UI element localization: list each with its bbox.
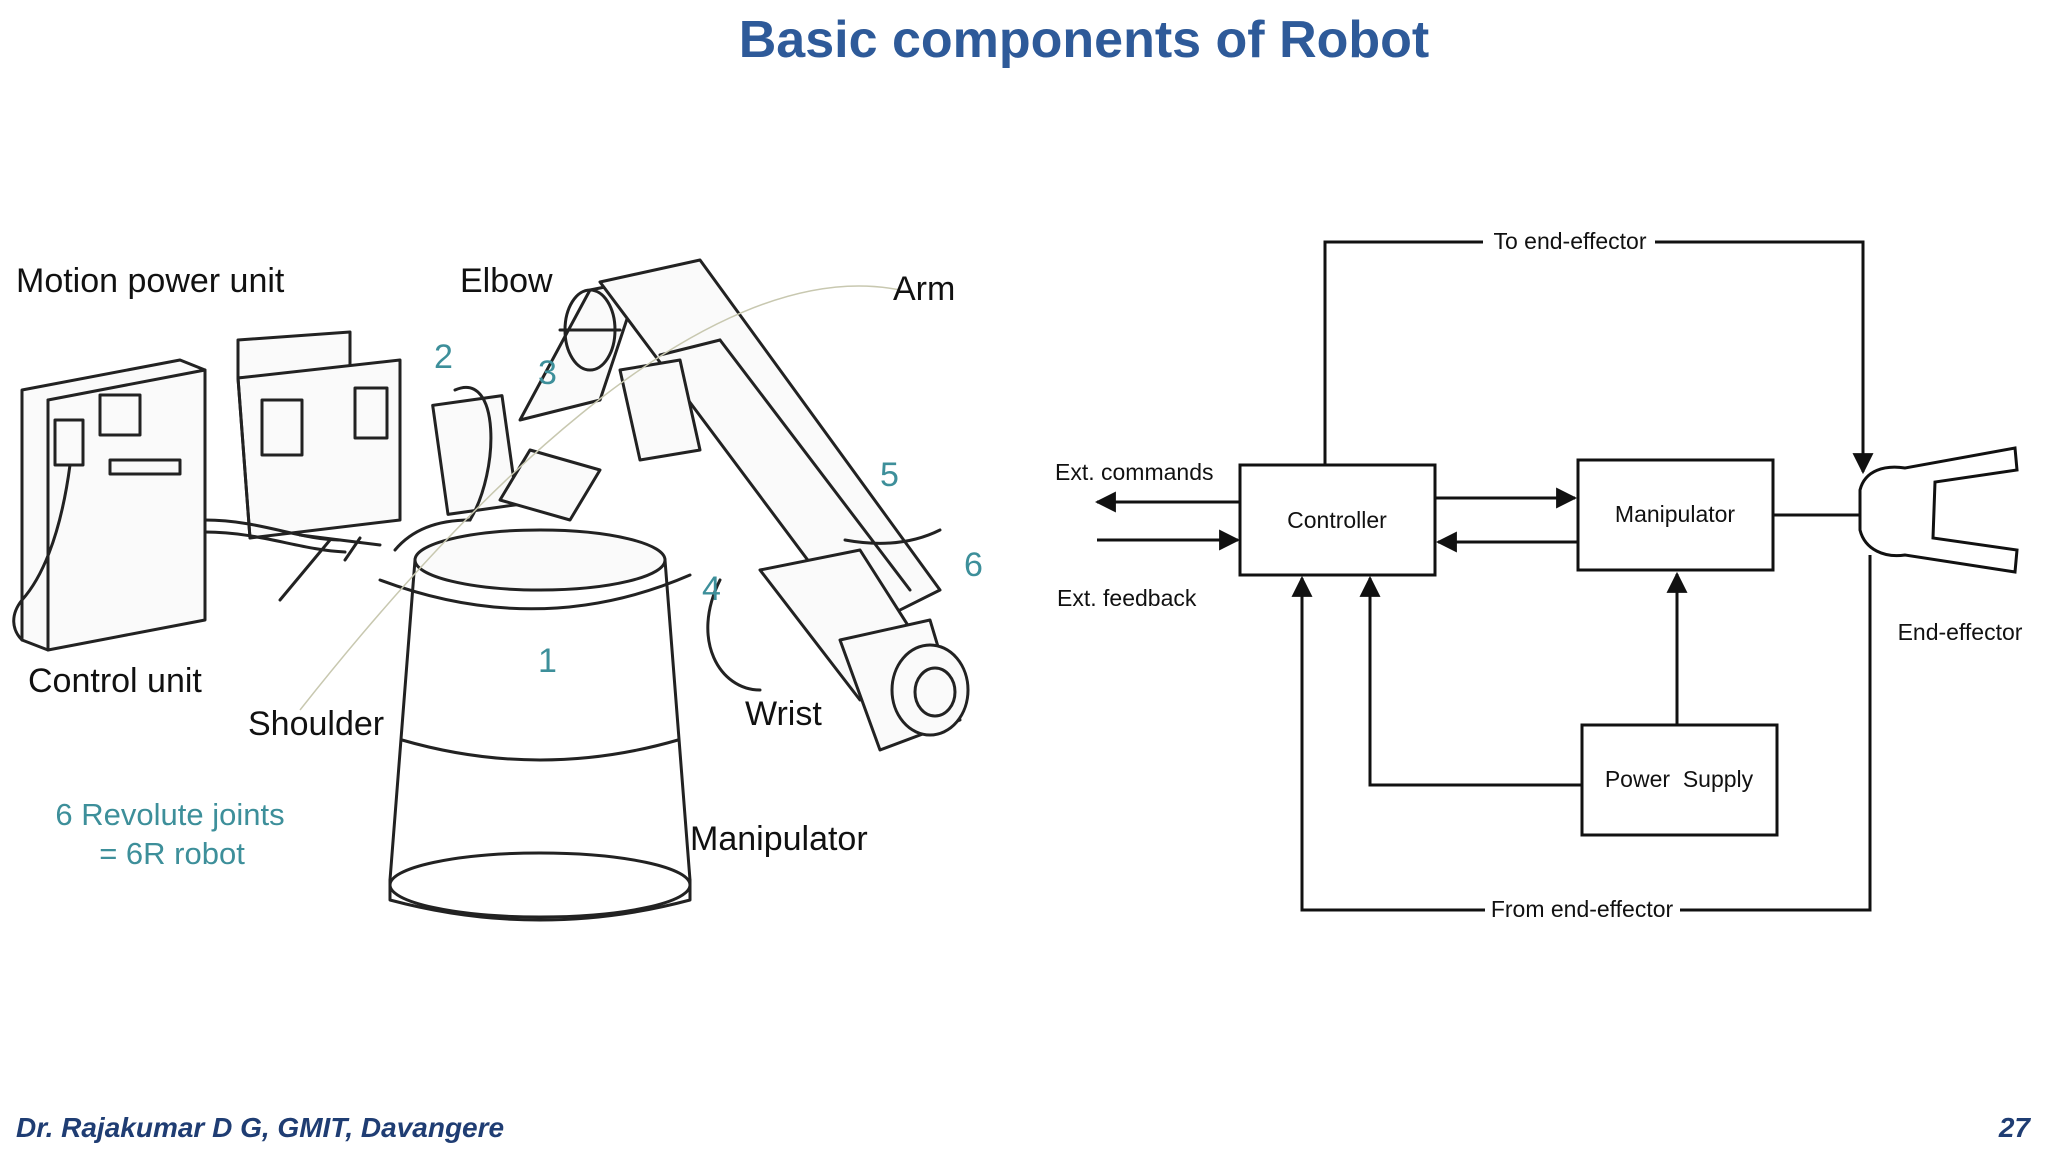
robot-illustration: Motion power unit Elbow Arm Control unit…: [0, 220, 1020, 940]
robot-illustration-svg: Motion power unit Elbow Arm Control unit…: [12, 258, 983, 922]
label-wrist: Wrist: [745, 695, 822, 733]
label-to-end-effector: To end-effector: [1493, 228, 1646, 254]
shoulder-drawing: [431, 386, 602, 522]
label-power-supply: Power Supply: [1605, 766, 1754, 792]
joint-number-2: 2: [434, 338, 453, 376]
label-end-effector: End-effector: [1898, 619, 2023, 645]
joint-number-3: 3: [538, 354, 557, 392]
label-control-unit: Control unit: [28, 662, 202, 700]
base-drawing: [378, 518, 692, 922]
label-manipulator-box: Manipulator: [1615, 501, 1736, 527]
joint-number-1: 1: [538, 642, 557, 680]
footer-author: Dr. Rajakumar D G, GMIT, Davangere: [16, 1112, 505, 1143]
end-effector-gripper: [1858, 446, 2019, 574]
label-motion-power-unit: Motion power unit: [16, 262, 285, 300]
label-elbow: Elbow: [460, 262, 553, 300]
note-line-1: 6 Revolute joints: [55, 797, 284, 832]
label-controller: Controller: [1287, 507, 1387, 533]
controller-box: [1238, 463, 1437, 577]
joint-number-4: 4: [702, 570, 721, 608]
joint-number-6: 6: [964, 546, 983, 584]
label-shoulder: Shoulder: [248, 705, 384, 743]
elbow-drawing: [518, 278, 642, 422]
label-arm: Arm: [893, 270, 955, 308]
power-supply-box: [1580, 723, 1779, 837]
label-ext-feedback: Ext. feedback: [1057, 585, 1197, 611]
label-from-end-effector: From end-effector: [1491, 896, 1674, 922]
motion-power-unit-drawing: [236, 330, 402, 540]
manipulator-box: [1576, 458, 1775, 572]
note-line-2: = 6R robot: [99, 836, 245, 871]
arm-drawing: [598, 258, 942, 632]
label-manipulator: Manipulator: [690, 820, 868, 858]
block-diagram-svg: To end-effector From end-effector Ext. c…: [1055, 228, 2023, 922]
block-diagram: To end-effector From end-effector Ext. c…: [1025, 220, 2048, 940]
slide-title: Basic components of Robot: [738, 11, 1430, 69]
wrist-drawing: [706, 528, 970, 752]
page-number: 27: [1998, 1112, 2030, 1143]
control-unit-drawing: [12, 358, 207, 652]
label-ext-commands: Ext. commands: [1055, 459, 1214, 485]
joint-number-5: 5: [880, 456, 899, 494]
